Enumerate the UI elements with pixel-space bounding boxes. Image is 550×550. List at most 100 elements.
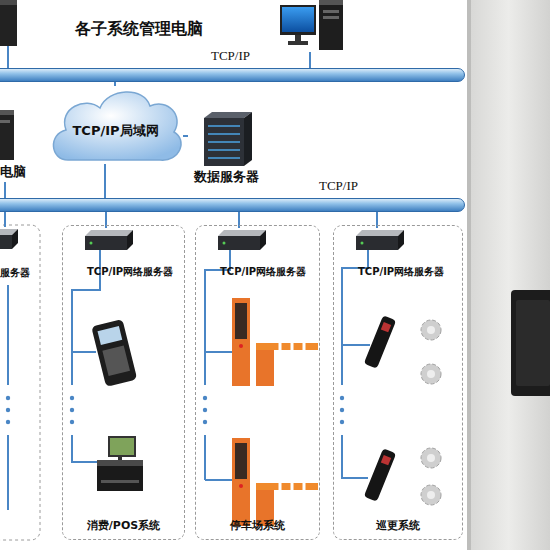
rack-slot [208,141,240,143]
rack-slot [208,133,240,135]
continuation-dot [6,420,10,424]
barrier-box [256,346,274,386]
device-led [361,242,364,245]
data-server: 数据服务器 [188,108,264,188]
register-monitor [108,436,136,457]
reader-window [381,455,391,465]
device-top [218,230,266,236]
server-device-icon [0,227,18,251]
ticket-cabinet [232,298,250,386]
group-label: 巡更系统 [334,520,462,533]
patrol-point-core [427,491,435,499]
server-device-icon [218,228,266,252]
computer-tower-top [319,0,343,5]
rack-slot [208,125,240,127]
patrol-point-core [427,370,435,378]
wall-device-face [516,300,550,386]
network-link [309,52,311,68]
pos-terminal-body [91,319,137,387]
wall-device [511,290,550,396]
barrier-arm [256,483,318,490]
continuation-dot [70,420,74,424]
barrier-gate [232,298,318,386]
group-label: 消费/POS系统 [63,520,184,533]
bus-label: TCP/IP [319,179,358,194]
monitor-frame [280,5,316,35]
reader-window [381,322,391,332]
photo-edge [467,0,471,550]
patrol-point-core [427,326,435,334]
pos-terminal-keypad [102,345,130,376]
computer-label: 电脑 [0,165,26,180]
device-wire [72,249,100,462]
group-label: 停车场系统 [196,520,319,533]
continuation-dot [203,420,207,424]
device-front [0,235,12,249]
rack-slot [208,149,240,151]
subsystem-group: TCP/IP网络服务器消费/POS系统 [62,225,185,540]
lan-cloud: TCP/IP局域网 [48,86,183,164]
network-server: TCP/IP网络服务器 [350,228,457,283]
computer-tower [319,0,343,50]
cash-register [97,466,143,491]
device-wire [205,249,232,480]
network-bus: TCP/IP [0,198,465,212]
cabinet-panel [235,443,247,479]
continuation-dot [70,408,74,412]
arm-stripes [280,343,304,350]
pos-terminal [91,319,137,387]
network-server: 服务器 [0,227,36,285]
computer-icon [0,110,18,162]
continuation-dot [203,408,207,412]
barrier-arm [256,343,318,350]
device-side [12,229,18,249]
device-front [356,236,398,250]
continuation-dot [340,420,344,424]
computer-label: 各子系统管理电脑 [75,20,203,38]
device-top [85,230,133,236]
patrol-reader [364,448,396,501]
patrol-point [421,364,441,384]
bus-label: TCP/IP [211,49,250,64]
device-led [90,242,93,245]
rack-slot [208,157,240,159]
device-led [223,242,226,245]
device-side [127,230,133,250]
network-server: TCP/IP网络服务器 [212,228,319,283]
patrol-points [421,320,441,505]
system-group-box [0,225,40,540]
arm-stripes [280,483,304,490]
continuation-dot [70,396,74,400]
subsystem-group: TCP/IP网络服务器停车场系统 [195,225,320,540]
management-computer: 各子系统管理电脑 [70,0,346,52]
server-label: 数据服务器 [188,170,264,185]
patrol-point [421,485,441,505]
cabinet-panel [235,303,247,339]
cloud-label: TCP/IP局域网 [48,124,183,139]
computer-icon [278,0,346,52]
drive-slot [323,10,339,13]
ticket-cabinet [232,438,250,526]
reader-body [364,448,396,501]
patrol-point [421,320,441,340]
monitor-screen [282,7,314,32]
server-label: 服务器 [0,267,30,279]
network-wire [7,46,9,68]
register-drawer [101,480,139,483]
network-link [4,182,6,198]
computer-tower [0,110,14,160]
server-device-icon [356,228,404,252]
monitor-base [288,41,308,45]
server-icon [200,110,256,168]
patrol-point [421,448,441,468]
continuation-dot [203,396,207,400]
server-label: TCP/IP网络服务器 [220,266,306,278]
computer-tower-top [0,110,14,115]
network-server: TCP/IP网络服务器 [79,228,186,283]
pos-terminal-screen [98,326,123,345]
barrier-gate [232,438,318,526]
device-top [356,230,404,236]
device-side [260,230,266,250]
network-link [4,212,6,227]
